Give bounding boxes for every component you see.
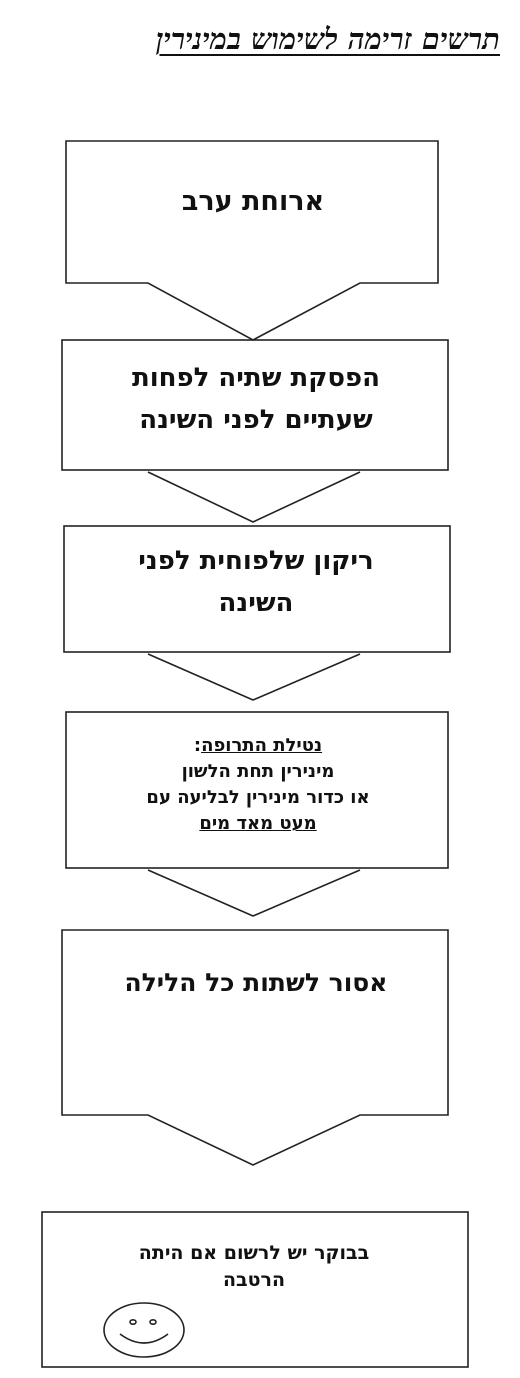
- page-title: תרשים זרימה לשימוש במינירין: [155, 22, 500, 56]
- step-3-arrow: [147, 653, 361, 701]
- step-2-line-2: שעתיים לפני השינה: [139, 405, 373, 435]
- step-6-box: [41, 1211, 469, 1368]
- step-4-heading-suffix: :: [193, 735, 202, 756]
- step-2-box: [61, 339, 449, 471]
- step-2-arrow: [147, 471, 361, 523]
- step-6-line-1: בבוקר יש לרשום אם היתה: [138, 1242, 370, 1264]
- step-4-text: נטילת התרופה: מינירין תחת הלשון או כדור …: [72, 733, 444, 837]
- step-1-arrow-box: [65, 140, 439, 341]
- step-3-box: [63, 525, 451, 653]
- step-4-arrow: [147, 869, 361, 917]
- step-4-box: [65, 711, 449, 869]
- smiley-face-icon: [103, 1302, 185, 1358]
- step-4-line-3: או כדור מינירין לבליעה עם: [146, 787, 370, 808]
- step-5-arrow-box: [61, 929, 449, 1166]
- step-2-line-1: הפסקת שתיה לפחות: [131, 363, 380, 393]
- step-3-text: ריקון שלפוחית לפני השינה: [66, 540, 446, 624]
- step-1-text: ארוחת ערב: [181, 186, 325, 217]
- step-4-line-4: מעט מאד מים: [199, 813, 317, 834]
- step-6-line-2: הרטבה: [222, 1269, 286, 1291]
- step-3-line-1: ריקון שלפוחית לפני: [138, 546, 374, 576]
- step-3-line-2: השינה: [218, 588, 294, 618]
- step-2-text: הפסקת שתיה לפחות שעתיים לפני השינה: [66, 357, 446, 441]
- step-5-text: אסור לשתות כל הלילה: [124, 968, 388, 997]
- step-4-heading: נטילת התרופה: [201, 735, 323, 756]
- step-4-heading-line: נטילת התרופה:: [72, 733, 444, 759]
- step-6-text: בבוקר יש לרשום אם היתה הרטבה: [70, 1240, 438, 1294]
- step-4-line-2: מינירין תחת הלשון: [181, 761, 335, 782]
